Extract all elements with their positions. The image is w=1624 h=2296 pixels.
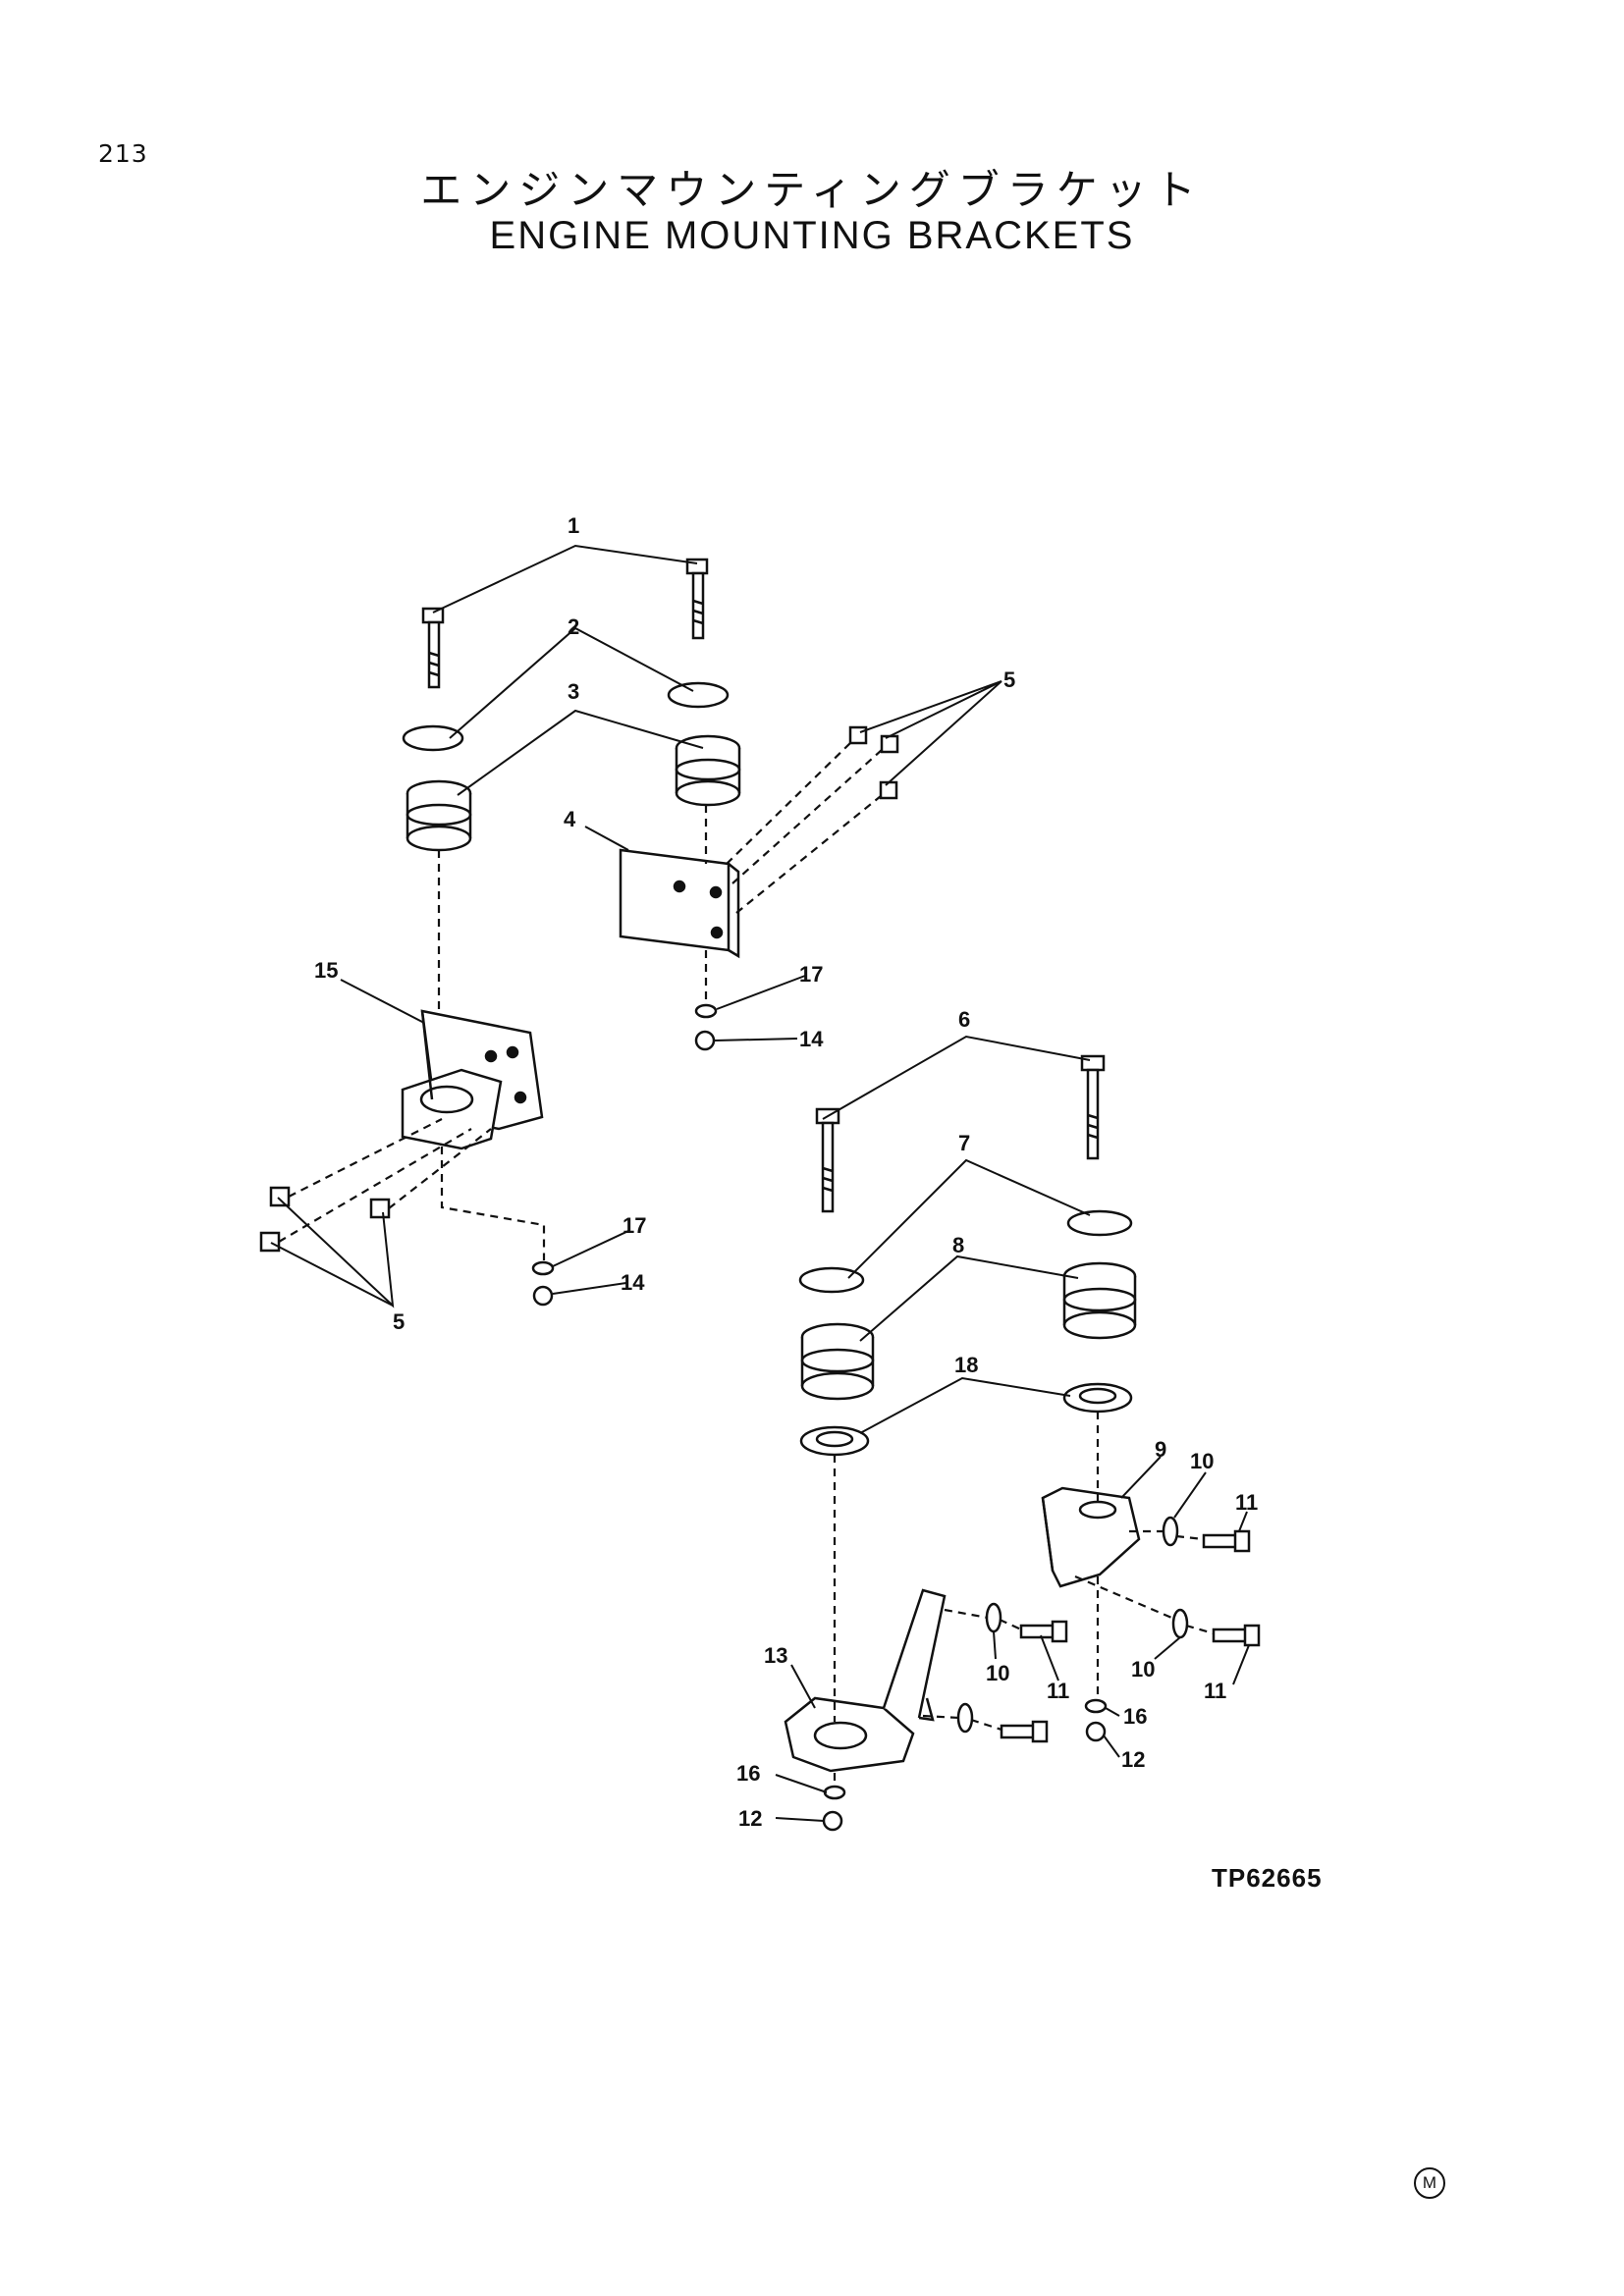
bracket-part-13 <box>784 1588 947 1773</box>
nut-part-14-lower <box>532 1285 554 1307</box>
mount-part-3-right <box>675 734 741 807</box>
bracket-part-15 <box>401 1009 544 1150</box>
washers-part-10 <box>956 1516 1189 1734</box>
ring-part-18-left <box>799 1425 870 1457</box>
callout-3: 3 <box>568 679 579 704</box>
bolt-part-1-right <box>685 558 709 640</box>
callout-18: 18 <box>954 1353 978 1377</box>
title-japanese: エンジンマウンティングブラケット <box>420 166 1204 214</box>
plate-part-4 <box>619 848 740 959</box>
washer-part-7-left <box>798 1266 865 1294</box>
nuts-part-5-upper <box>848 725 899 800</box>
washer-part-7-right <box>1066 1209 1133 1237</box>
callout-4: 4 <box>564 807 576 831</box>
callout-10-a: 10 <box>1190 1449 1214 1473</box>
mount-part-8-left <box>800 1322 875 1401</box>
callout-10-c: 10 <box>1131 1657 1155 1682</box>
page-number: 213 <box>98 139 148 168</box>
callout-5-lower: 5 <box>393 1309 405 1334</box>
callout-1: 1 <box>568 513 579 538</box>
bolts-part-11 <box>1000 1529 1261 1743</box>
washer-part-2-right <box>667 681 730 709</box>
bolt-part-1-left <box>421 607 445 689</box>
bolt-part-6-right <box>1080 1054 1106 1160</box>
callout-16-left: 16 <box>736 1761 760 1786</box>
nut-part-14-upper <box>694 1030 716 1051</box>
callout-11-c: 11 <box>1204 1679 1226 1703</box>
nut-part-12-right <box>1085 1721 1107 1742</box>
assembly-lines <box>278 740 1215 1787</box>
callout-15: 15 <box>314 958 338 983</box>
callout-14-upper: 14 <box>799 1027 824 1051</box>
callout-14-lower: 14 <box>621 1270 645 1295</box>
corner-mark: M <box>1414 2167 1445 2199</box>
callout-2: 2 <box>568 614 579 639</box>
callout-17-lower: 17 <box>623 1213 646 1238</box>
washer-part-2-left <box>402 724 464 752</box>
callout-9: 9 <box>1155 1437 1166 1462</box>
nut-part-12-left <box>822 1810 843 1832</box>
washer-part-17-upper <box>694 1003 718 1019</box>
callout-13: 13 <box>764 1643 787 1668</box>
bracket-part-9 <box>1041 1486 1141 1588</box>
title-english: ENGINE MOUNTING BRACKETS <box>489 214 1135 257</box>
washer-part-16-right <box>1084 1698 1108 1714</box>
callout-12-left: 12 <box>738 1806 762 1831</box>
callout-17-upper: 17 <box>799 962 823 987</box>
callout-16-right: 16 <box>1123 1704 1147 1729</box>
callout-5-upper: 5 <box>1003 667 1015 692</box>
callout-8: 8 <box>952 1233 964 1257</box>
mount-part-8-right <box>1062 1261 1137 1340</box>
callout-11-b: 11 <box>1047 1679 1069 1703</box>
bolt-part-6-left <box>815 1107 840 1213</box>
ring-part-18-right <box>1062 1382 1133 1414</box>
washer-part-16-left <box>823 1785 846 1800</box>
callout-11-a: 11 <box>1235 1490 1258 1515</box>
leader-lines <box>270 544 1250 1822</box>
callout-6: 6 <box>958 1007 970 1032</box>
callout-10-b: 10 <box>986 1661 1009 1685</box>
callout-12-right: 12 <box>1121 1747 1145 1772</box>
callout-7: 7 <box>958 1131 970 1155</box>
washer-part-17-lower <box>531 1260 555 1276</box>
figure-reference: TP62665 <box>1212 1863 1323 1893</box>
